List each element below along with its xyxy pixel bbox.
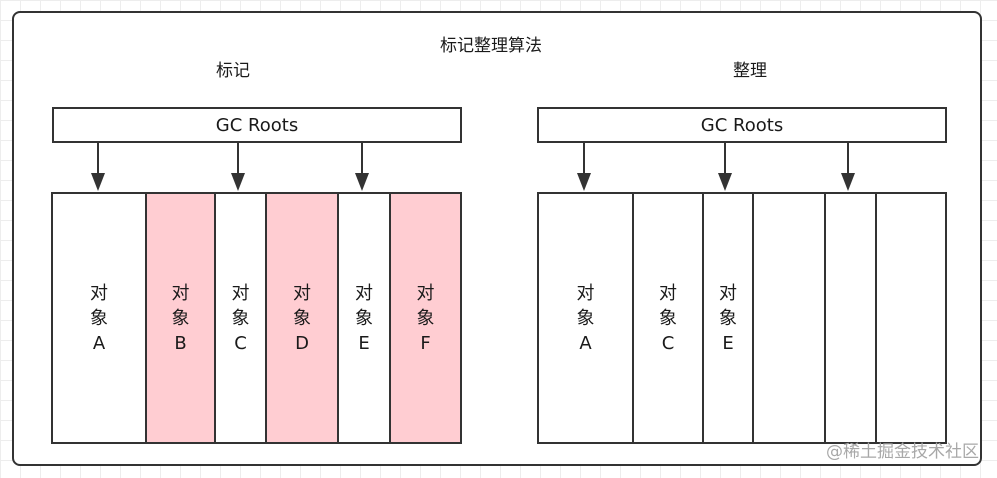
- object-label-line: 对: [171, 282, 190, 304]
- object-label-line: 象: [90, 307, 108, 329]
- object-label-line: 对: [719, 282, 737, 304]
- gc-roots-label: GC Roots: [215, 114, 299, 136]
- object-label-line: 象: [171, 307, 190, 329]
- object-label-line: 对: [293, 282, 311, 304]
- object-label-line: F: [420, 332, 431, 354]
- object-label-line: 象: [416, 307, 435, 329]
- object-label-line: E: [358, 332, 370, 354]
- object-label-line: 对: [90, 282, 108, 304]
- object-label-line: 对: [576, 282, 595, 304]
- reference-arrow: [355, 143, 369, 191]
- object-label-line: 象: [293, 307, 311, 329]
- object-label-line: 象: [659, 307, 677, 329]
- object-label-line: A: [92, 332, 106, 354]
- object-label-line: 对: [416, 282, 435, 304]
- mark-phase-label: 标记: [216, 61, 250, 81]
- object-label-line: E: [722, 332, 734, 354]
- reference-arrow: [718, 143, 732, 191]
- object-label-line: B: [174, 332, 187, 354]
- free-memory-block: [877, 194, 945, 442]
- reference-arrow: [841, 143, 855, 191]
- object-label-line: 对: [355, 282, 373, 304]
- free-memory-block: [826, 194, 877, 442]
- reference-arrow: [231, 143, 245, 191]
- reference-arrow: [577, 143, 591, 191]
- object-label-line: D: [295, 332, 309, 354]
- diagram-title: 标记整理算法: [440, 36, 542, 56]
- object-label-line: 对: [231, 282, 250, 304]
- object-label-line: 象: [719, 307, 737, 329]
- object-label-line: C: [234, 332, 247, 354]
- watermark: @稀土掘金技术社区: [826, 442, 979, 462]
- free-memory-block: [754, 194, 826, 442]
- object-label-line: 对: [659, 282, 677, 304]
- compact-phase-label: 整理: [733, 61, 767, 81]
- gc-roots-box-left: GC Roots: [52, 107, 462, 143]
- object-label-line: 象: [355, 307, 373, 329]
- object-label-line: 象: [231, 307, 250, 329]
- object-label-line: 象: [576, 307, 595, 329]
- object-label-line: A: [579, 332, 592, 354]
- object-label-line: C: [661, 332, 675, 354]
- gc-roots-box-right: GC Roots: [537, 107, 947, 143]
- gc-roots-label: GC Roots: [700, 114, 784, 136]
- reference-arrow: [91, 143, 105, 191]
